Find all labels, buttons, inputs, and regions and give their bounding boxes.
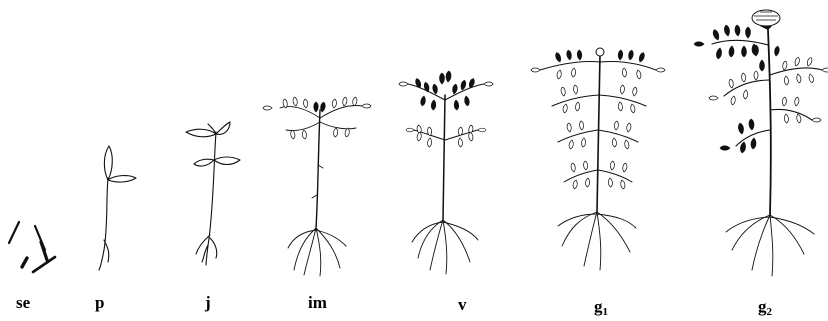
stage-label-j: j	[205, 294, 211, 311]
stage-label-se: se	[16, 294, 30, 311]
generative-stage-1-drawing	[531, 48, 665, 270]
stage-label-g1: g1	[594, 298, 608, 318]
stage-label-im: im	[308, 294, 327, 311]
stage-label-p: p	[95, 294, 104, 311]
seedling-drawing	[99, 146, 136, 270]
generative-stage-2-drawing	[694, 10, 828, 276]
flower-head-icon	[752, 10, 780, 30]
juvenile-plant-drawing	[186, 122, 240, 265]
stage-label-v: v	[458, 296, 467, 313]
immature-plant-drawing	[263, 97, 371, 276]
vegetative-plant-drawing	[399, 71, 493, 274]
seeds-drawing	[9, 222, 55, 272]
stage-label-g2: g2	[758, 298, 772, 318]
